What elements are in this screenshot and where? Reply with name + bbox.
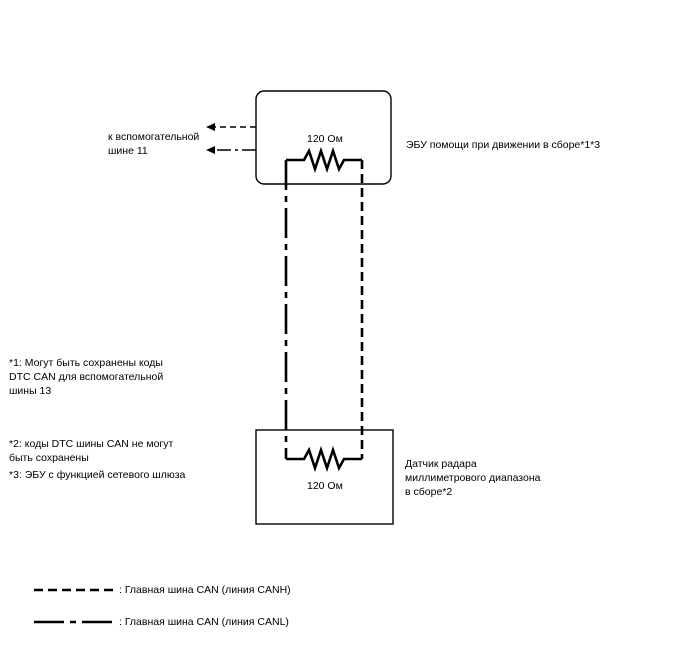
arrow-left-icon xyxy=(206,123,215,131)
bottom-resistor-label: 120 Ом xyxy=(307,480,343,492)
top-resistor-label: 120 Ом xyxy=(307,133,343,145)
aux-bus-label-line1: к вспомогательной xyxy=(108,131,199,143)
top-resistor-icon xyxy=(286,146,362,174)
note-2-line1: *2: коды DTC шины CAN не могут xyxy=(9,438,173,450)
radar-sensor-label-line3: в сборе*2 xyxy=(405,486,452,498)
bottom-resistor-icon xyxy=(286,445,362,473)
ecu-driving-assist-label: ЭБУ помощи при движении в сборе*1*3 xyxy=(406,139,600,151)
arrow-left-icon xyxy=(206,146,215,154)
note-1-line2: DTC CAN для вспомогательной xyxy=(9,371,163,383)
radar-sensor-label-line2: миллиметрового диапазона xyxy=(405,472,541,484)
note-1-line3: шины 13 xyxy=(9,385,51,397)
note-2-line2: быть сохранены xyxy=(9,452,89,464)
radar-sensor-box xyxy=(255,429,394,525)
legend-canl-label: : Главная шина CAN (линия CANL) xyxy=(119,616,289,628)
ecu-driving-assist-box xyxy=(255,90,392,185)
legend-canh-label: : Главная шина CAN (линия CANH) xyxy=(119,584,291,596)
radar-sensor-label-line1: Датчик радара xyxy=(405,458,477,470)
note-3-line1: *3: ЭБУ с функцией сетевого шлюза xyxy=(9,469,186,481)
note-1-line1: *1: Могут быть сохранены коды xyxy=(9,357,163,369)
aux-bus-label-line2: шине 11 xyxy=(108,145,148,157)
